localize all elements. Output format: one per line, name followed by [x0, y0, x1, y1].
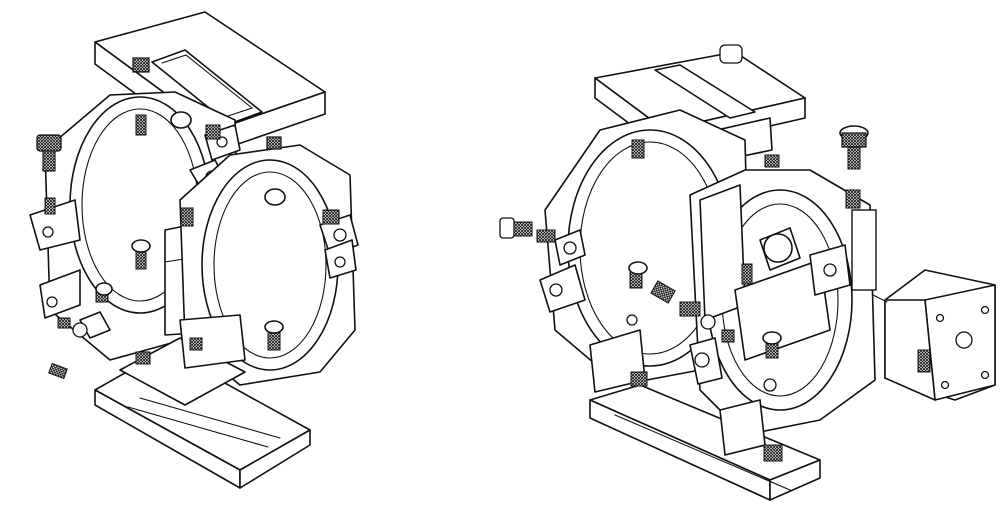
right-gear-stage — [689, 169, 877, 436]
left-exploded-view — [29, 11, 359, 489]
left-bottom-dovetail-base — [72, 311, 311, 489]
right-thumb-screw — [839, 125, 869, 170]
right-stepper-motor — [872, 269, 996, 401]
left-cap-screws — [44, 57, 340, 380]
right-cap-screws — [499, 44, 861, 462]
right-bottom-dovetail-base — [589, 384, 821, 501]
right-exploded-view — [499, 44, 996, 501]
left-thumb-screw — [36, 134, 62, 172]
